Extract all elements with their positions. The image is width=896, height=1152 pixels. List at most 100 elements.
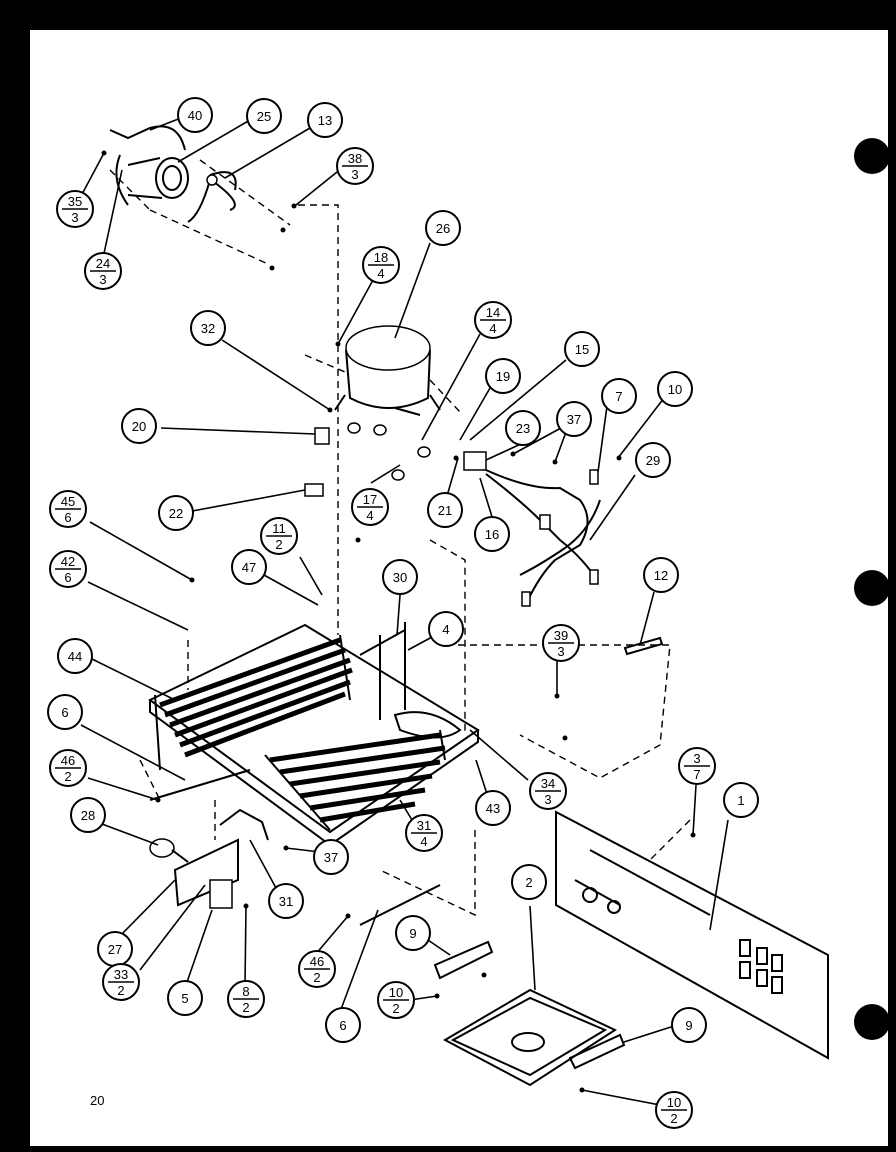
relay-overload xyxy=(304,427,601,607)
callout-circle xyxy=(268,883,304,919)
callout-26: 26 xyxy=(425,210,461,246)
callout-21: 21 xyxy=(427,492,463,528)
callout-part-number: 7 xyxy=(615,389,622,404)
callout-circle xyxy=(382,559,418,595)
condenser-coil xyxy=(154,634,353,771)
callout-29: 29 xyxy=(635,442,671,478)
callout-circle xyxy=(307,102,343,138)
callout-circle xyxy=(167,980,203,1016)
callout-circle xyxy=(505,410,541,446)
callout-circle xyxy=(425,210,461,246)
callout-quantity: 2 xyxy=(64,769,71,784)
parts-sheet xyxy=(30,30,888,1146)
callout-part-number: 21 xyxy=(438,503,452,518)
callout-quantity: 4 xyxy=(420,834,427,849)
callout-22: 22 xyxy=(158,495,194,531)
callout-quantity: 3 xyxy=(71,210,78,225)
callout-quantity: 2 xyxy=(392,1001,399,1016)
callout-42: 426 xyxy=(49,550,87,588)
callout-circle xyxy=(246,98,282,134)
callout-2: 2 xyxy=(511,864,547,900)
bracket xyxy=(568,1033,626,1070)
callout-circle xyxy=(325,1007,361,1043)
callout-part-number: 28 xyxy=(81,808,95,823)
callout-10: 102 xyxy=(377,981,415,1019)
callout-quantity: 3 xyxy=(557,644,564,659)
callout-circle xyxy=(121,408,157,444)
callout-part-number: 1 xyxy=(737,793,744,808)
callout-circle xyxy=(635,442,671,478)
parts-drawing xyxy=(101,125,829,1093)
callout-17: 174 xyxy=(351,488,389,526)
callout-part-number: 40 xyxy=(188,108,202,123)
callout-part-number: 27 xyxy=(108,942,122,957)
callout-10: 102 xyxy=(655,1091,693,1129)
callout-part-number: 44 xyxy=(68,649,82,664)
callout-circle xyxy=(511,864,547,900)
evaporator-coil xyxy=(264,729,446,831)
callout-part-number: 16 xyxy=(485,527,499,542)
callout-part-number: 2 xyxy=(525,875,532,890)
callout-11: 112 xyxy=(260,517,298,555)
callout-circle xyxy=(428,611,464,647)
callout-part-number: 31 xyxy=(279,894,293,909)
callout-circle xyxy=(395,915,431,951)
callout-31: 31 xyxy=(268,883,304,919)
fasteners xyxy=(101,150,696,1093)
heater xyxy=(623,636,664,656)
callout-circle xyxy=(70,797,106,833)
compressor xyxy=(304,325,461,481)
callout-part-number: 24 xyxy=(96,256,110,271)
callout-46: 462 xyxy=(298,950,336,988)
callout-38: 383 xyxy=(336,147,374,185)
callout-part-number: 47 xyxy=(242,560,256,575)
callout-part-number: 20 xyxy=(132,419,146,434)
callout-part-number: 34 xyxy=(541,776,555,791)
callout-part-number: 15 xyxy=(575,342,589,357)
callout-part-number: 6 xyxy=(339,1018,346,1033)
page-number: 20 xyxy=(90,1093,105,1108)
callout-part-number: 6 xyxy=(61,705,68,720)
callout-circle xyxy=(231,549,267,585)
callout-part-number: 32 xyxy=(201,321,215,336)
callout-37: 37 xyxy=(313,839,349,875)
fan-motor xyxy=(109,125,291,266)
callout-circle xyxy=(475,790,511,826)
callout-47: 47 xyxy=(231,549,267,585)
callout-part-number: 14 xyxy=(486,305,500,320)
callout-quantity: 2 xyxy=(313,970,320,985)
callout-31: 314 xyxy=(405,814,443,852)
callout-circle xyxy=(485,358,521,394)
callout-part-number: 25 xyxy=(257,109,271,124)
callout-circle xyxy=(474,516,510,552)
callout-quantity: 3 xyxy=(351,167,358,182)
callout-6: 6 xyxy=(325,1007,361,1043)
binder-hole xyxy=(854,570,890,606)
callout-18: 184 xyxy=(362,246,400,284)
callout-circle xyxy=(427,492,463,528)
callout-part-number: 33 xyxy=(114,967,128,982)
callout-43: 43 xyxy=(475,790,511,826)
callout-part-number: 18 xyxy=(374,250,388,265)
fan-bracket xyxy=(149,808,269,909)
callout-circle xyxy=(556,401,592,437)
callout-circle xyxy=(643,557,679,593)
callout-circle xyxy=(723,782,759,818)
callout-46: 462 xyxy=(49,749,87,787)
callout-13: 13 xyxy=(307,102,343,138)
callout-32: 32 xyxy=(190,310,226,346)
callout-circle xyxy=(657,371,693,407)
callout-37: 37 xyxy=(556,401,592,437)
callout-quantity: 6 xyxy=(64,510,71,525)
callout-quantity: 2 xyxy=(275,537,282,552)
callout-circle xyxy=(177,97,213,133)
callout-20: 20 xyxy=(121,408,157,444)
callout-35: 353 xyxy=(56,190,94,228)
callout-quantity: 3 xyxy=(99,272,106,287)
callout-3: 37 xyxy=(678,747,716,785)
callout-part-number: 43 xyxy=(486,801,500,816)
callout-44: 44 xyxy=(57,638,93,674)
callout-30: 30 xyxy=(382,559,418,595)
callout-9: 9 xyxy=(671,1007,707,1043)
